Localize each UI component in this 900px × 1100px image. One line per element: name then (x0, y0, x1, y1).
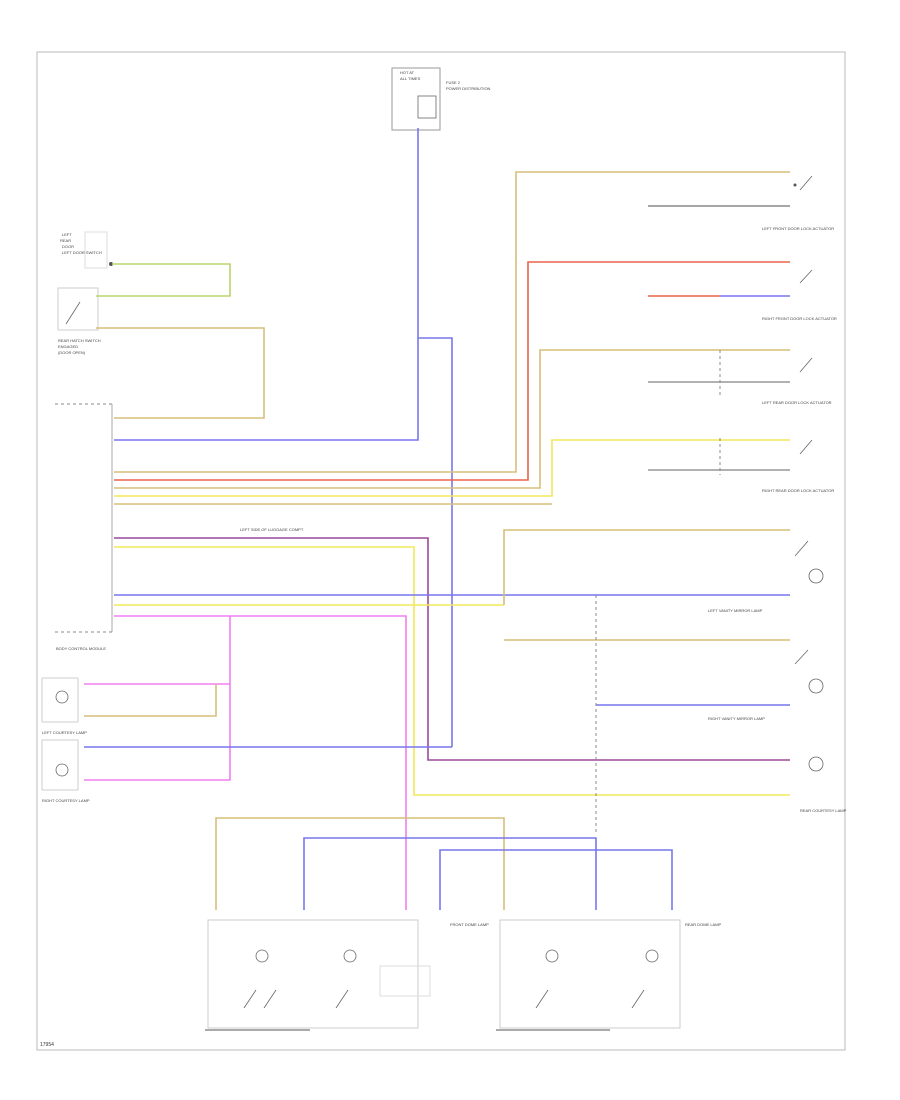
wire-green-1 (96, 263, 231, 297)
rear-courtesy-lamp: REAR COURTESY LAMP (800, 756, 847, 813)
left-vanity-title: LEFT VANITY MIRROR LAMP (708, 608, 763, 613)
svg-text:DOOR: DOOR (62, 244, 74, 249)
svg-text:HOT AT: HOT AT (400, 70, 415, 75)
wire-blue-dome (303, 837, 597, 910)
wire-purple-1 (114, 537, 790, 761)
wire-blue-dome2 (439, 849, 673, 910)
wire-tan-courtesy (84, 684, 217, 717)
wire-blue-fuse (114, 128, 419, 441)
svg-text:ALL TIMES: ALL TIMES (400, 76, 421, 81)
front-dome-lamp: FRONT DOME LAMP (205, 919, 489, 1031)
rf-door-lock: RIGHT FRONT DOOR LOCK ACTUATOR (762, 269, 837, 321)
wire-yellow-main (114, 546, 790, 796)
wire-pink-vanity (84, 616, 231, 781)
rear-hatch-switch-title: REAR HATCH SWITCH (58, 338, 101, 343)
wire-red-rf (114, 261, 790, 481)
rear-dome-title: REAR DOME LAMP (685, 922, 722, 927)
figure-id: 17954 (40, 1042, 54, 1048)
wire-tan-dome (215, 817, 505, 910)
lr-door-title: LEFT REAR DOOR LOCK ACTUATOR (762, 400, 832, 405)
rear-dome-lamp: REAR DOME LAMP (496, 919, 722, 1031)
lf-door-lock: LEFT FRONT DOOR LOCK ACTUATOR (762, 175, 834, 231)
right-vanity-lamp: RIGHT VANITY MIRROR LAMP (708, 649, 824, 721)
splice-label: LEFT SIDE OF LUGGAGE COMPT (240, 527, 304, 532)
right-vanity-title: RIGHT VANITY MIRROR LAMP (708, 716, 765, 721)
left-door-switch-title: LEFT DOOR SWITCH (62, 250, 102, 255)
rf-door-title: RIGHT FRONT DOOR LOCK ACTUATOR (762, 316, 837, 321)
svg-text:REAR: REAR (60, 238, 71, 243)
front-dome-title: FRONT DOME LAMP (450, 922, 489, 927)
left-courtesy-lamp: LEFT COURTESY LAMP (41, 677, 87, 735)
wire-tan-vanity (503, 529, 790, 605)
right-courtesy-lamp: RIGHT COURTESY LAMP (41, 739, 90, 803)
rr-door-lock: RIGHT REAR DOOR LOCK ACTUATOR (762, 439, 834, 493)
fuse-desc: POWER DISTRIBUTION (446, 86, 491, 91)
svg-text:ENGAGED: ENGAGED (58, 344, 78, 349)
rr-door-title: RIGHT REAR DOOR LOCK ACTUATOR (762, 488, 834, 493)
wire-pink-mid (114, 615, 407, 910)
right-courtesy-title: RIGHT COURTESY LAMP (42, 798, 90, 803)
svg-text:(DOOR OPEN): (DOOR OPEN) (58, 350, 86, 355)
bcm-module: BODY CONTROL MODULE (55, 403, 115, 651)
left-vanity-lamp: LEFT VANITY MIRROR LAMP (708, 540, 824, 613)
fuse-title: FUSE 2 (446, 80, 461, 85)
lr-door-lock: LEFT REAR DOOR LOCK ACTUATOR (762, 357, 832, 405)
wire-blue-fuse-b (418, 337, 453, 747)
wire-tan-lr (114, 349, 790, 489)
wire-yellow-rr (114, 439, 790, 497)
top-fuse: HOT AT ALL TIMES FUSE 2 POWER DISTRIBUTI… (391, 67, 491, 131)
diagram-border (36, 51, 846, 1051)
left-courtesy-title: LEFT COURTESY LAMP (42, 730, 87, 735)
left-door-switch: LEFT REAR DOOR LEFT DOOR SWITCH (60, 231, 113, 269)
rear-hatch-switch: REAR HATCH SWITCH ENGAGED (DOOR OPEN) (57, 287, 101, 355)
wire-tan-lf (114, 171, 790, 473)
rear-lamp-title: REAR COURTESY LAMP (800, 808, 847, 813)
svg-text:LEFT: LEFT (62, 232, 72, 237)
lf-door-title: LEFT FRONT DOOR LOCK ACTUATOR (762, 226, 834, 231)
wire-tan-hatch (96, 327, 265, 419)
bcm-title: BODY CONTROL MODULE (56, 646, 106, 651)
